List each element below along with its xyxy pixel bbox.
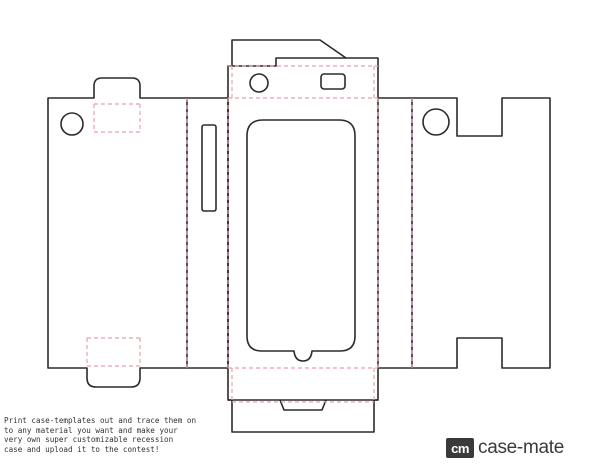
case-mate-logo: cm case-mate bbox=[446, 437, 564, 459]
left-panel-hole bbox=[60, 112, 84, 136]
cutout-holes bbox=[60, 73, 450, 362]
instructions-text: Print case-templates out and trace them … bbox=[4, 416, 197, 454]
top-flap-edge bbox=[228, 57, 346, 67]
screen-window bbox=[246, 119, 356, 362]
cut-lines bbox=[47, 39, 551, 433]
side-button-slot bbox=[201, 124, 217, 212]
right-panel-hole bbox=[422, 108, 450, 136]
right-side-panel-outline bbox=[412, 97, 551, 369]
right-spine-panel-outline bbox=[378, 97, 413, 369]
fold-lines bbox=[86, 65, 413, 403]
left-side-panel-outline bbox=[47, 77, 188, 388]
brand-name: case-mate bbox=[478, 437, 565, 458]
brand-mark: cm bbox=[446, 438, 474, 458]
bottom-flap-notch bbox=[279, 399, 327, 411]
flash-slot bbox=[320, 73, 346, 90]
camera-hole bbox=[249, 73, 269, 93]
left-spine-panel-outline bbox=[187, 97, 229, 369]
